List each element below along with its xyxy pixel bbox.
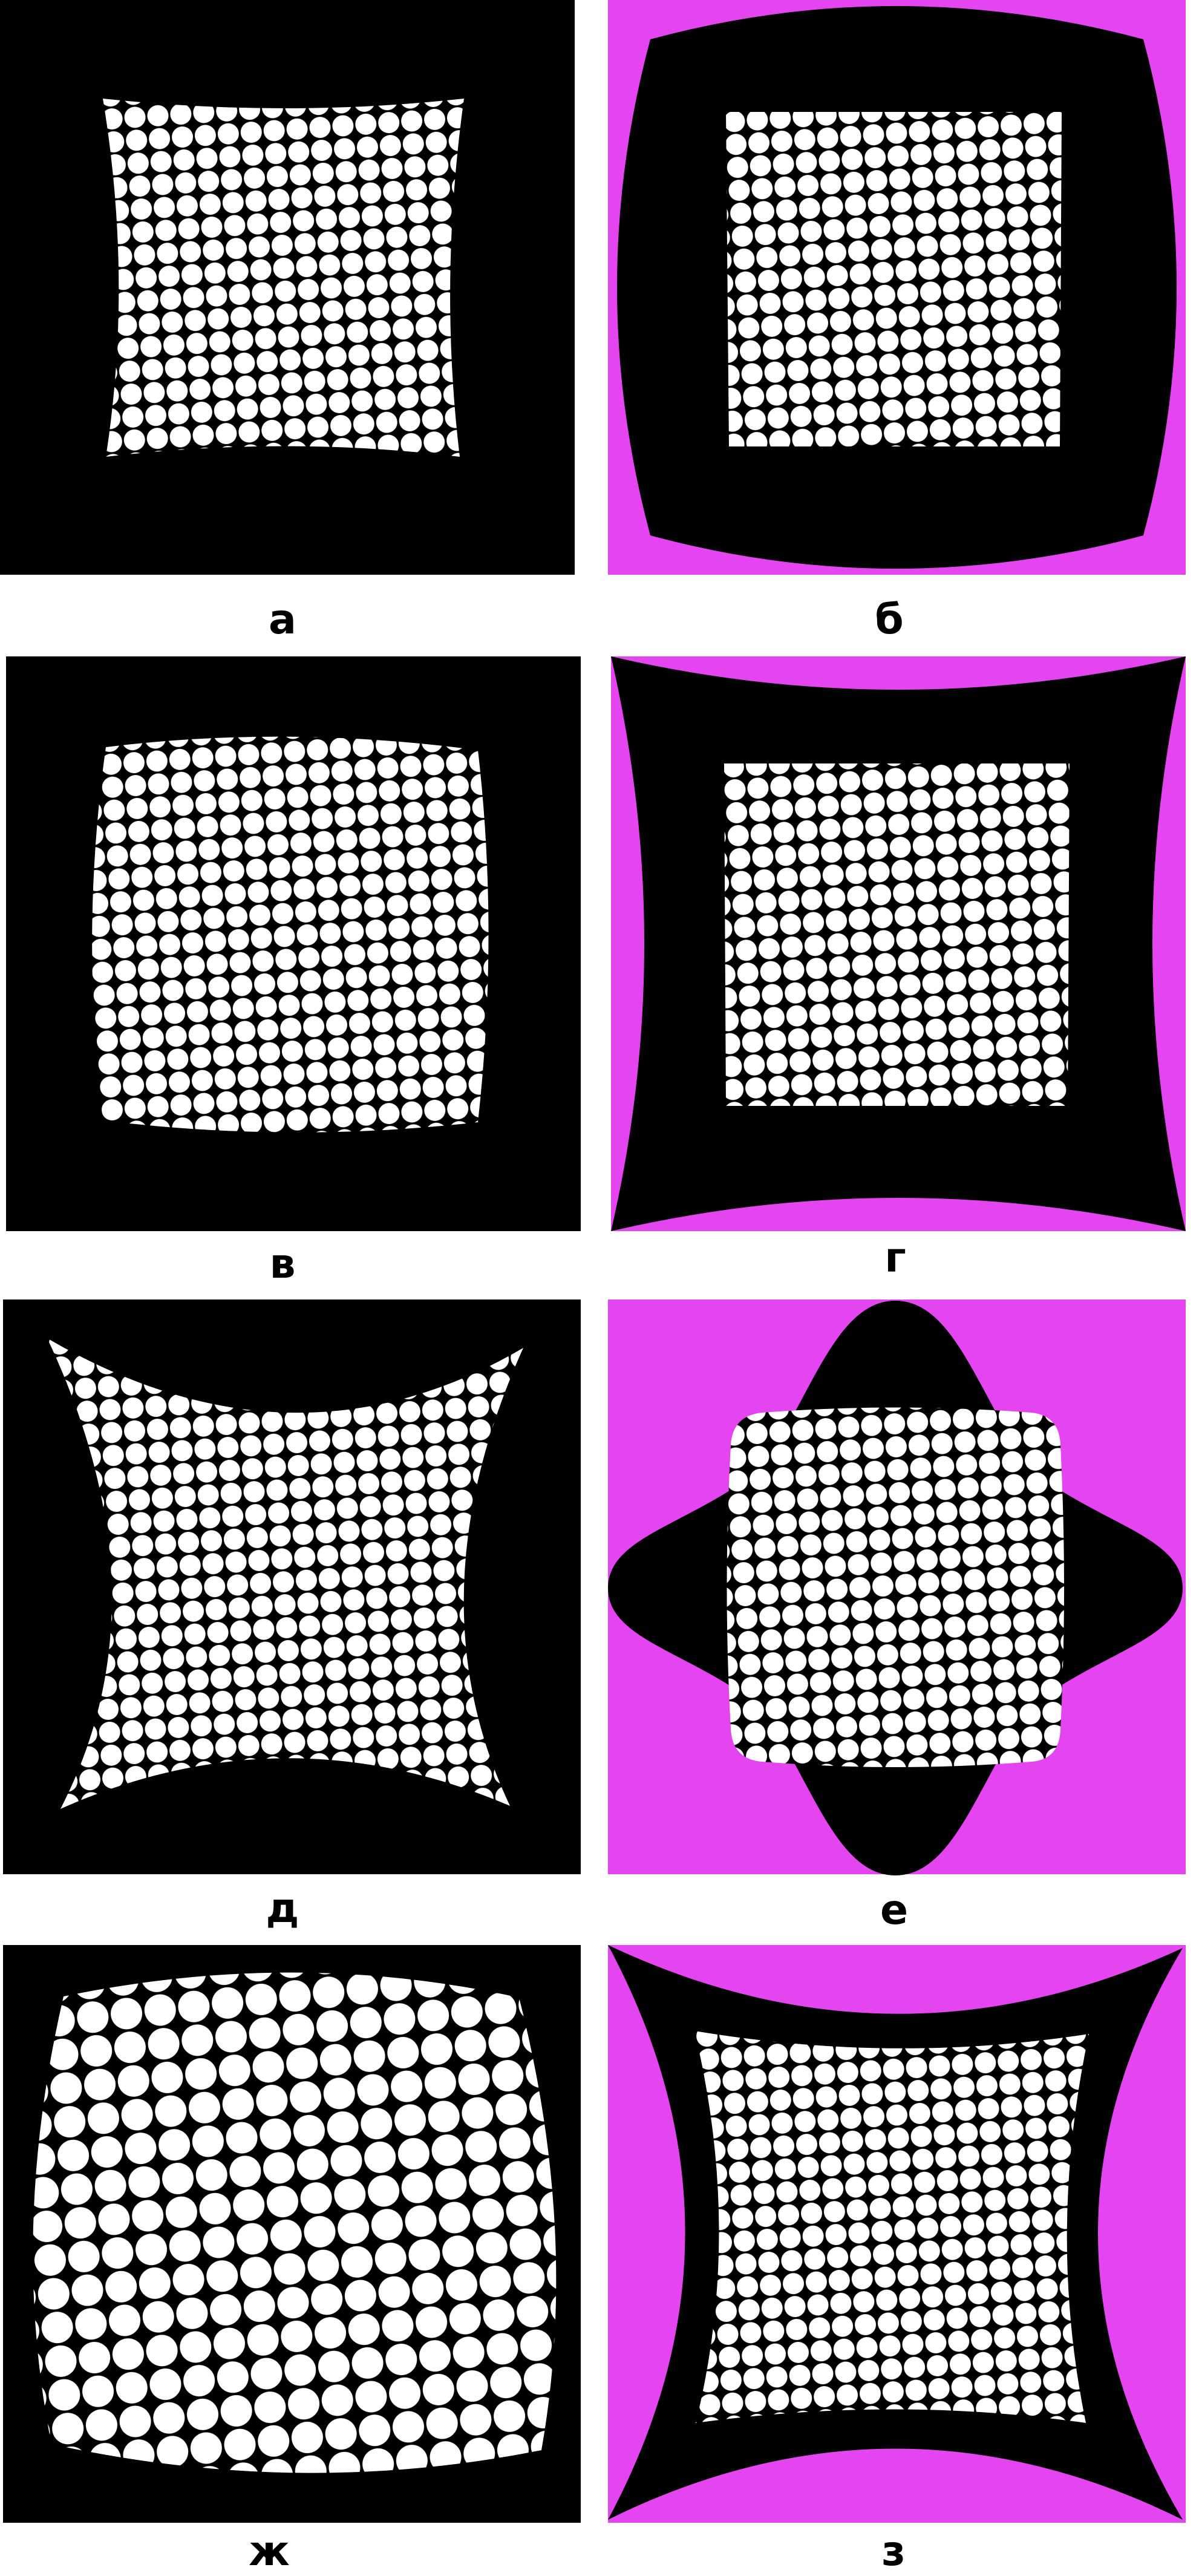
panel-z-dot-grid (694, 2031, 1089, 2423)
panel-e-dot-grid (727, 1407, 1064, 1767)
panel-a-dot-grid (103, 99, 464, 457)
panel-label-d: д (266, 1885, 299, 1932)
panel-v-dot-grid (92, 736, 489, 1133)
panel-z (608, 1945, 1186, 2523)
panel-a (0, 0, 575, 575)
panel-label-z: з (881, 2528, 906, 2575)
panel-label-zh: ж (249, 2528, 290, 2575)
panel-b-dot-grid (726, 112, 1062, 446)
panel-v (6, 656, 581, 1231)
panel-label-b: б (875, 596, 904, 644)
panel-b (608, 0, 1186, 575)
panel-g-dot-grid (724, 763, 1070, 1106)
panel-e (608, 1299, 1186, 1875)
panel-zh (3, 1945, 581, 2523)
panel-zh-dot-grid (33, 1972, 557, 2473)
panel-label-e: е (880, 1886, 909, 1934)
panel-label-a: а (269, 596, 296, 644)
panel-d-dot-grid (47, 1338, 523, 1809)
panel-g (611, 656, 1186, 1231)
panel-label-v: в (269, 1240, 296, 1288)
panel-d (3, 1299, 581, 1874)
panel-label-g: г (884, 1234, 906, 1282)
